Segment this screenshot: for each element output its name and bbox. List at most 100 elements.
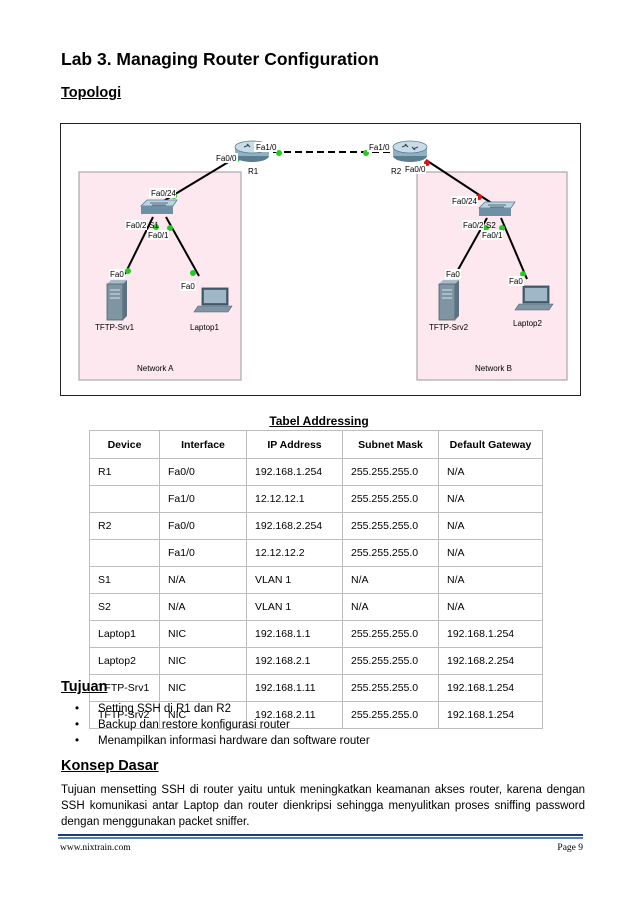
label-s2-fa024: Fa0/24 [452, 197, 477, 206]
table-cell: Fa0/0 [159, 512, 247, 540]
switch-s1-icon [140, 199, 178, 214]
table-cell: S1 [89, 566, 160, 594]
label-r2-fa10: Fa1/0 [369, 143, 390, 152]
table-cell [89, 539, 160, 567]
server-tftp-srv2-icon [438, 280, 459, 321]
konsep-dasar-heading: Konsep Dasar [61, 758, 159, 774]
port-labels: Fa1/0 Fa0/0 R1 Fa1/0 R2 Fa0/0 Fa0/24 Fa0… [95, 142, 542, 373]
label-network-a: Network A [137, 364, 174, 373]
topologi-heading: Topologi [61, 85, 122, 101]
label-s1-fa024: Fa0/24 [151, 189, 176, 198]
table-cell: 255.255.255.0 [342, 674, 439, 702]
label-srv2-name: TFTP-Srv2 [429, 323, 469, 332]
label-s1-name: S1 [149, 221, 159, 230]
list-item-text: Setting SSH di R1 dan R2 [98, 703, 231, 715]
label-r1-fa00: Fa0/0 [216, 154, 237, 163]
topology-diagram: Fa1/0 Fa0/0 R1 Fa1/0 R2 Fa0/0 Fa0/24 Fa0… [60, 123, 581, 396]
table-cell: 255.255.255.0 [342, 620, 439, 648]
table-cell: 255.255.255.0 [342, 539, 439, 567]
table-cell: N/A [159, 566, 247, 594]
table-cell: R2 [89, 512, 160, 540]
column-header-interface: Interface [159, 430, 247, 459]
table-cell: Laptop2 [89, 647, 160, 675]
list-item: • Setting SSH di R1 dan R2 [75, 701, 370, 717]
table-cell: Laptop1 [89, 620, 160, 648]
column-header-subnet-mask: Subnet Mask [342, 430, 439, 459]
table-cell: 192.168.1.11 [246, 674, 343, 702]
konsep-dasar-paragraph: Tujuan mensetting SSH di router yaitu un… [61, 784, 585, 828]
footer-page-number: Page 9 [557, 843, 583, 853]
table-cell: N/A [438, 539, 543, 567]
table-cell: Fa1/0 [159, 485, 247, 513]
label-lap1-name: Laptop1 [190, 323, 219, 332]
table-cell: 192.168.1.254 [246, 458, 343, 486]
label-lap2-name: Laptop2 [513, 319, 542, 328]
table-cell: NIC [159, 647, 247, 675]
bullet-icon: • [75, 703, 80, 715]
router-r2-icon [392, 140, 428, 162]
table-cell: 12.12.12.2 [246, 539, 343, 567]
table-cell: N/A [438, 485, 543, 513]
table-title: Tabel Addressing [269, 414, 369, 428]
table-cell: Fa0/0 [159, 458, 247, 486]
table-cell: N/A [438, 512, 543, 540]
table-header-row: Device Interface IP Address Subnet Mask … [89, 430, 543, 459]
switch-s2-icon [478, 201, 516, 216]
label-s1-fa02: Fa0/2 [126, 221, 147, 230]
table-cell: TFTP-Srv2 [89, 701, 160, 729]
table-cell: VLAN 1 [246, 593, 343, 621]
list-item: • Backup dan restore konfigurasi router [75, 717, 370, 733]
footer-rule-accent [58, 837, 583, 839]
label-r2-name: R2 [391, 167, 402, 176]
link-s2-laptop2 [500, 217, 528, 280]
laptop2-icon [514, 285, 554, 311]
server-tftp-srv1-icon [106, 280, 127, 321]
label-r1-fa10: Fa1/0 [256, 143, 277, 152]
table-cell: NIC [159, 701, 247, 729]
table-cell: 12.12.12.1 [246, 485, 343, 513]
label-srv1-fa0: Fa0 [110, 270, 124, 279]
label-lap1-fa0: Fa0 [181, 282, 195, 291]
table-cell [89, 485, 160, 513]
table-cell: 255.255.255.0 [342, 458, 439, 486]
label-srv2-fa0: Fa0 [446, 270, 460, 279]
table-cell: 255.255.255.0 [342, 512, 439, 540]
table-cell: NIC [159, 674, 247, 702]
table-cell: 192.168.1.1 [246, 620, 343, 648]
label-srv1-name: TFTP-Srv1 [95, 323, 135, 332]
table-cell: R1 [89, 458, 160, 486]
footer-website: www.nixtrain.com [60, 843, 131, 853]
addressing-table: Device Interface IP Address Subnet Mask … [89, 430, 543, 729]
list-item-text: Menampilkan informasi hardware dan softw… [98, 735, 370, 747]
table-cell: 192.168.2.11 [246, 701, 343, 729]
label-s2-name: S2 [486, 221, 496, 230]
table-cell: 192.168.2.254 [246, 512, 343, 540]
tujuan-list: • Setting SSH di R1 dan R2 • Backup dan re… [75, 701, 370, 749]
column-header-ip-address: IP Address [246, 430, 343, 459]
label-network-b: Network B [475, 364, 512, 373]
table-cell: 192.168.1.254 [438, 674, 543, 702]
page-title: Lab 3. Managing Router Configuration [61, 49, 379, 69]
footer-rule [58, 834, 583, 836]
list-item-text: Backup dan restore konfigurasi router [98, 719, 290, 731]
label-s2-fa01: Fa0/1 [482, 231, 503, 240]
label-s1-fa01: Fa0/1 [148, 231, 169, 240]
table-cell: NIC [159, 620, 247, 648]
bullet-icon: • [75, 719, 80, 731]
table-cell: VLAN 1 [246, 566, 343, 594]
laptop1-icon [193, 287, 233, 313]
table-cell: 255.255.255.0 [342, 485, 439, 513]
table-cell: 192.168.1.254 [438, 701, 543, 729]
table-cell: S2 [89, 593, 160, 621]
label-s2-fa02: Fa0/2 [463, 221, 484, 230]
table-cell: 192.168.2.1 [246, 647, 343, 675]
tujuan-heading: Tujuan [61, 679, 108, 695]
